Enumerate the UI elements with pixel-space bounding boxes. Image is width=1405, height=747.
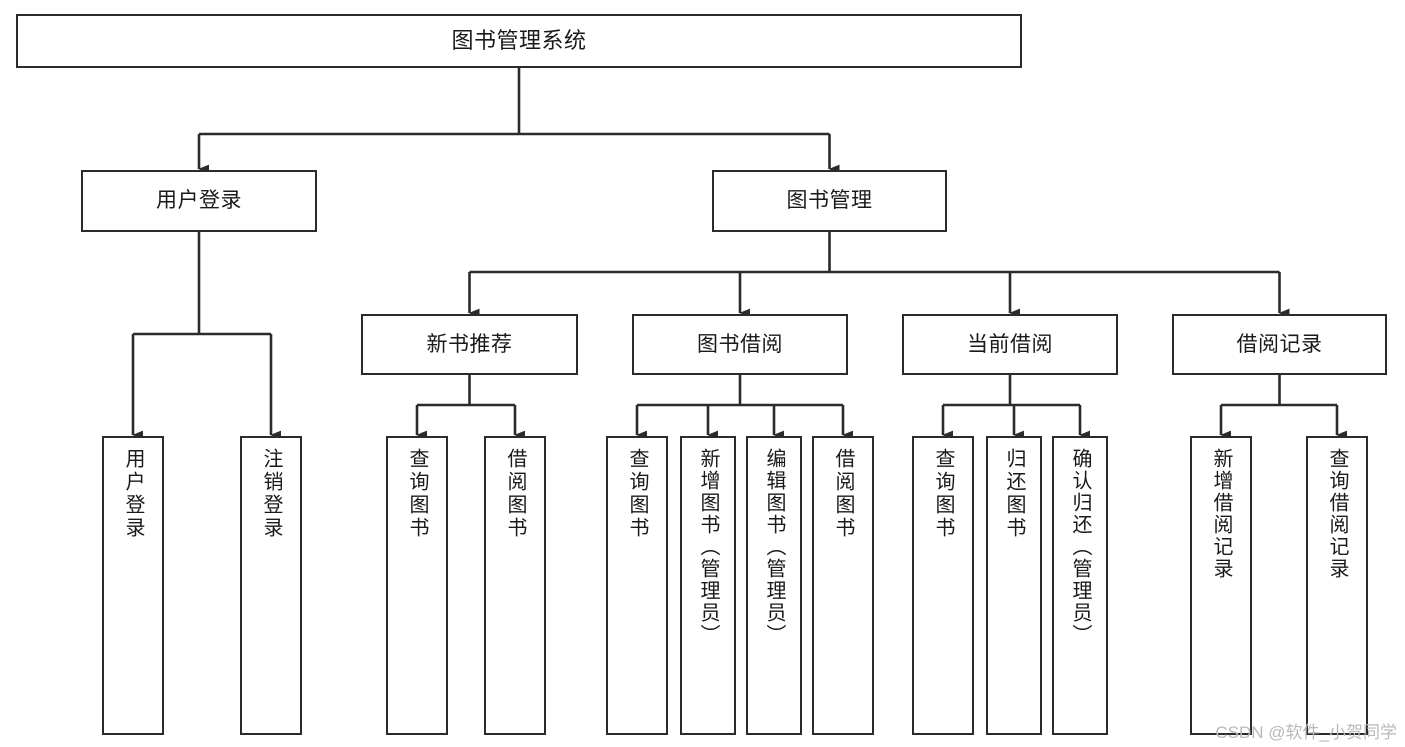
node-leaf-9[interactable]: 查询图书 — [912, 436, 974, 735]
node-leaf-10[interactable]: 归还图书 — [986, 436, 1042, 735]
node-l3-1[interactable]: 新书推荐 — [361, 314, 578, 375]
node-label: 注销登录 — [260, 448, 282, 540]
node-label: 用户登录 — [156, 189, 242, 213]
node-l3-3[interactable]: 当前借阅 — [902, 314, 1118, 375]
node-label: 查询借阅记录 — [1326, 448, 1348, 580]
node-leaf-8[interactable]: 借阅图书 — [812, 436, 874, 735]
node-leaf-13[interactable]: 查询借阅记录 — [1306, 436, 1368, 735]
node-leaf-5[interactable]: 查询图书 — [606, 436, 668, 735]
node-label: 新书推荐 — [426, 332, 513, 356]
node-leaf-4[interactable]: 借阅图书 — [484, 436, 546, 735]
node-leaf-3[interactable]: 查询图书 — [386, 436, 448, 735]
node-leaf-2[interactable]: 注销登录 — [240, 436, 302, 735]
node-label: 新增图书（管理员） — [697, 448, 719, 646]
node-l3-4[interactable]: 借阅记录 — [1172, 314, 1387, 375]
node-label: 当前借阅 — [967, 332, 1053, 356]
node-l2-1[interactable]: 用户登录 — [81, 170, 317, 232]
node-leaf-6[interactable]: 新增图书（管理员） — [680, 436, 736, 735]
node-label: 图书借阅 — [697, 332, 783, 356]
node-leaf-11[interactable]: 确认归还（管理员） — [1052, 436, 1108, 735]
node-l2-2[interactable]: 图书管理 — [712, 170, 947, 232]
node-label: 新增借阅记录 — [1210, 448, 1232, 580]
node-label: 借阅图书 — [832, 448, 854, 540]
node-leaf-1[interactable]: 用户登录 — [102, 436, 164, 735]
node-label: 确认归还（管理员） — [1069, 448, 1091, 646]
node-leaf-7[interactable]: 编辑图书（管理员） — [746, 436, 802, 735]
node-l3-2[interactable]: 图书借阅 — [632, 314, 848, 375]
node-label: 编辑图书（管理员） — [763, 448, 785, 646]
csdn-watermark: CSDN @软件_小贺同学 — [1215, 723, 1397, 742]
node-label: 归还图书 — [1003, 448, 1025, 540]
node-label: 借阅记录 — [1236, 332, 1323, 356]
node-label: 查询图书 — [626, 448, 648, 540]
node-label: 查询图书 — [406, 448, 428, 540]
node-label: 用户登录 — [122, 448, 144, 540]
node-leaf-12[interactable]: 新增借阅记录 — [1190, 436, 1252, 735]
node-root[interactable]: 图书管理系统 — [16, 14, 1022, 68]
node-label: 图书管理 — [786, 189, 873, 213]
node-label: 查询图书 — [932, 448, 954, 540]
node-label: 图书管理系统 — [451, 27, 587, 53]
node-label: 借阅图书 — [504, 448, 526, 540]
